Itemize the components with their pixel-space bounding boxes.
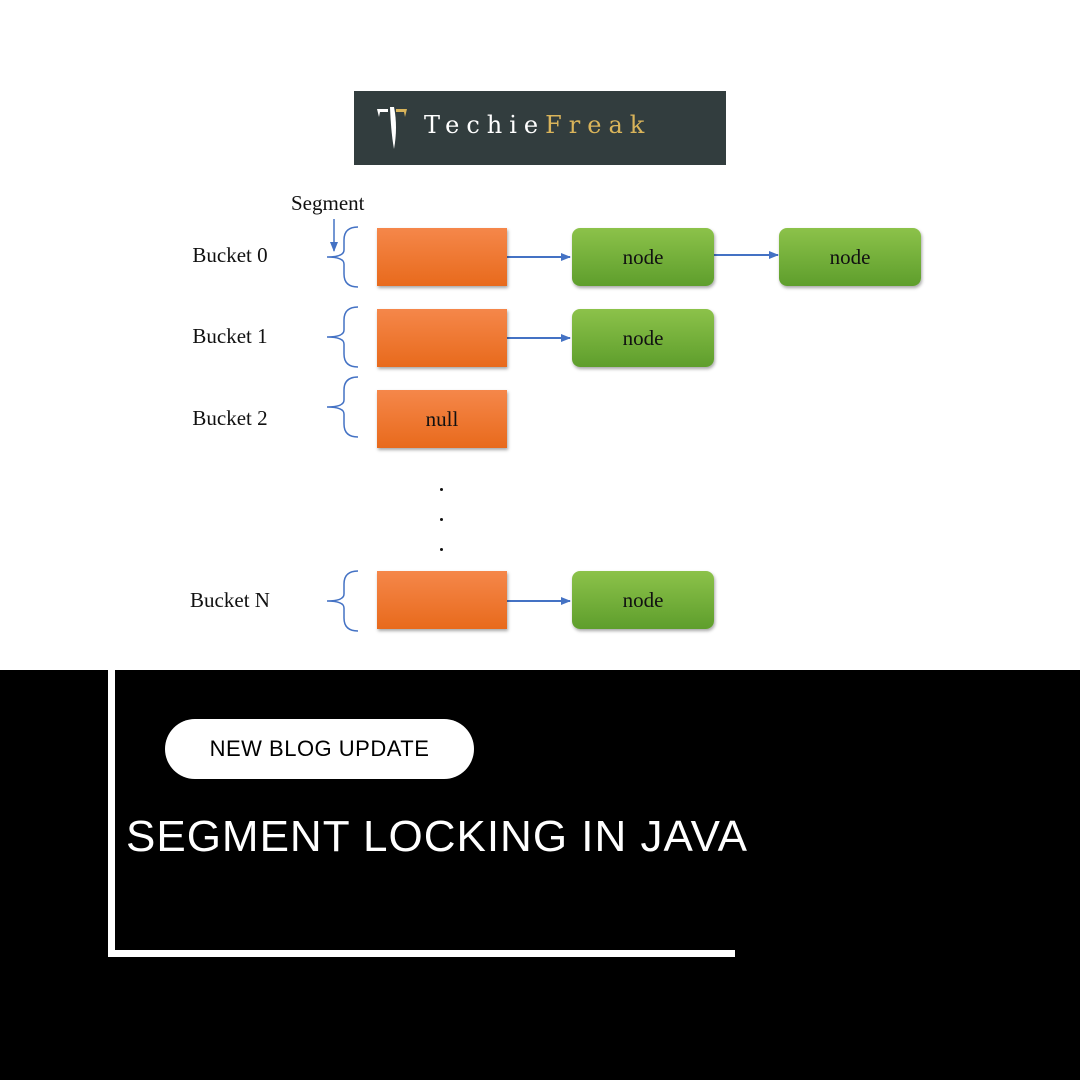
- bucket-0-head: [377, 228, 507, 286]
- ellipsis-dot: [440, 518, 443, 521]
- bucket-n-node-1: node: [572, 571, 714, 629]
- bucket-0-label: Bucket 0: [192, 243, 268, 267]
- ellipsis-dot: [440, 548, 443, 551]
- bucket-1-head: [377, 309, 507, 367]
- title-banner: [0, 670, 1080, 1080]
- segment-label: Segment: [291, 191, 365, 215]
- bucket-n-brace: [326, 570, 359, 632]
- bucket-0-brace: [326, 226, 359, 288]
- bucket-0-node-2: node: [779, 228, 921, 286]
- frame-border-left: [108, 670, 115, 957]
- bucket-1-brace: [326, 306, 359, 368]
- bucket-2-label: Bucket 2: [192, 406, 268, 430]
- logo-word-techie: Techie: [424, 111, 546, 139]
- ellipsis-dot: [440, 488, 443, 491]
- diagram-connectors: [326, 219, 779, 632]
- techiefreak-logo: TechieFreak: [354, 91, 726, 165]
- bucket-1-label: Bucket 1: [192, 324, 268, 348]
- logo-word-freak: Freak: [545, 111, 652, 139]
- segment-diagram: Segment Bucket 0 node node Bucket 1 node…: [190, 191, 921, 632]
- bucket-2-brace: [326, 376, 359, 438]
- bucket-n-head: [377, 571, 507, 629]
- bucket-2-head-null: null: [377, 390, 507, 448]
- bucket-n-label: Bucket N: [190, 588, 270, 612]
- logo-wordmark: TechieFreak: [424, 111, 651, 139]
- bucket-0-node-1: node: [572, 228, 714, 286]
- post-title: SEGMENT LOCKING IN JAVA: [126, 812, 749, 861]
- logo-mark-icon: [377, 107, 407, 149]
- blog-update-tag: NEW BLOG UPDATE: [165, 719, 474, 779]
- frame-border-bottom: [108, 950, 735, 957]
- bucket-1-node-1: node: [572, 309, 714, 367]
